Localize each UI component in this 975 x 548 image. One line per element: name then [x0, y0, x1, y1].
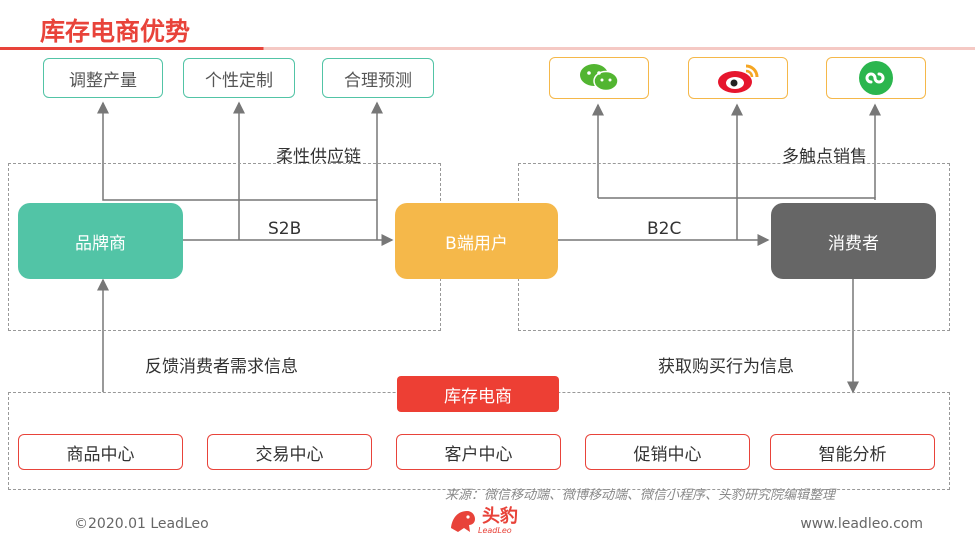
wechat-icon — [580, 64, 619, 92]
product-center-box: 商品中心 — [18, 434, 183, 470]
leopard-icon — [451, 511, 475, 532]
acquire-label: 获取购买行为信息 — [658, 357, 794, 377]
inventory-ecommerce-header: 库存电商 — [397, 376, 559, 412]
s2b-label: S2B — [268, 219, 302, 239]
wechat-box — [549, 57, 649, 99]
flexible-supply-label: 柔性供应链 — [276, 147, 361, 167]
custom-box: 个性定制 — [183, 58, 295, 98]
b2c-label: B2C — [647, 219, 682, 239]
source-note: 来源：微信移动端、微博移动端、微信小程序、头豹研究院编辑整理 — [445, 488, 836, 503]
customer-center-box: 客户中心 — [396, 434, 561, 470]
brand-node: 品牌商 — [18, 203, 183, 279]
mini-program-box — [826, 57, 926, 99]
b-user-node: B端用户 — [395, 203, 558, 279]
logo-en: LeadLeo — [478, 526, 512, 535]
title-underline — [0, 47, 975, 50]
promotion-center-box: 促销中心 — [585, 434, 750, 470]
copyright: ©2020.01 LeadLeo — [74, 516, 209, 532]
forecast-box: 合理预测 — [322, 58, 434, 98]
mini-program-icon — [859, 61, 893, 95]
leadleo-logo: 头豹 LeadLeo — [448, 506, 518, 536]
trade-center-box: 交易中心 — [207, 434, 372, 470]
weibo-icon — [718, 64, 759, 93]
multi-touch-label: 多触点销售 — [782, 147, 867, 167]
consumer-node: 消费者 — [771, 203, 936, 279]
feedback-label: 反馈消费者需求信息 — [145, 357, 298, 377]
weibo-box — [688, 57, 788, 99]
smart-analysis-box: 智能分析 — [770, 434, 935, 470]
logo-cn: 头豹 — [482, 506, 518, 527]
website-url: www.leadleo.com — [800, 516, 923, 532]
adjust-output-box: 调整产量 — [43, 58, 163, 98]
page-title: 库存电商优势 — [40, 17, 191, 46]
